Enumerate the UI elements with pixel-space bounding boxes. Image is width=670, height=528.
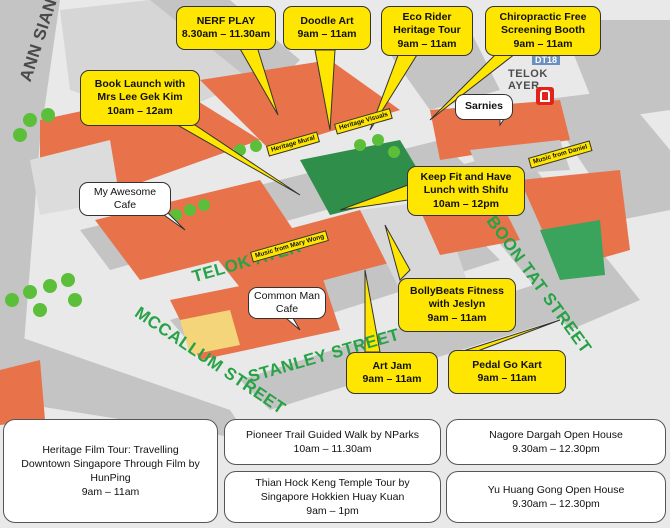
event-box-thian-hock-keng: Thian Hock Keng Temple Tour by Singapore… (224, 471, 441, 523)
callout-keep-fit: Keep Fit and Have Lunch with Shifu 10am … (407, 166, 525, 216)
callout-sarnies: Sarnies (455, 94, 513, 120)
callout-book-launch: Book Launch with Mrs Lee Gek Kim 10am – … (80, 70, 200, 126)
event-box-nagore-dargah: Nagore Dargah Open House 9.30am – 12.30p… (446, 419, 666, 465)
event-box-yu-huang-gong: Yu Huang Gong Open House 9.30am – 12.30p… (446, 471, 666, 523)
event-box-heritage-film-tour: Heritage Film Tour: Travelling Downtown … (3, 419, 218, 523)
station-name: TELOK AYER (508, 68, 548, 92)
callout-my-awesome-cafe: My Awesome Cafe (79, 182, 171, 216)
callout-bollybeats: BollyBeats Fitness with Jeslyn 9am – 11a… (398, 278, 516, 332)
callout-art-jam: Art Jam 9am – 11am (346, 352, 438, 394)
callout-common-man-cafe: Common Man Cafe (248, 287, 326, 319)
station-code: DT18 (532, 55, 561, 65)
callout-eco-rider: Eco Rider Heritage Tour 9am – 11am (381, 6, 473, 56)
event-box-pioneer-trail: Pioneer Trail Guided Walk by NParks 10am… (224, 419, 441, 465)
callout-chiropractic: Chiropractic Free Screening Booth 9am – … (485, 6, 601, 56)
mrt-station-label: DT18 TELOK AYER (508, 50, 563, 92)
callout-doodle-art: Doodle Art 9am – 11am (283, 6, 371, 50)
callout-nerf-play: NERF PLAY 8.30am – 11.30am (176, 6, 276, 50)
mrt-train-icon (536, 87, 554, 105)
callout-pedal-go-kart: Pedal Go Kart 9am – 11am (448, 350, 566, 394)
